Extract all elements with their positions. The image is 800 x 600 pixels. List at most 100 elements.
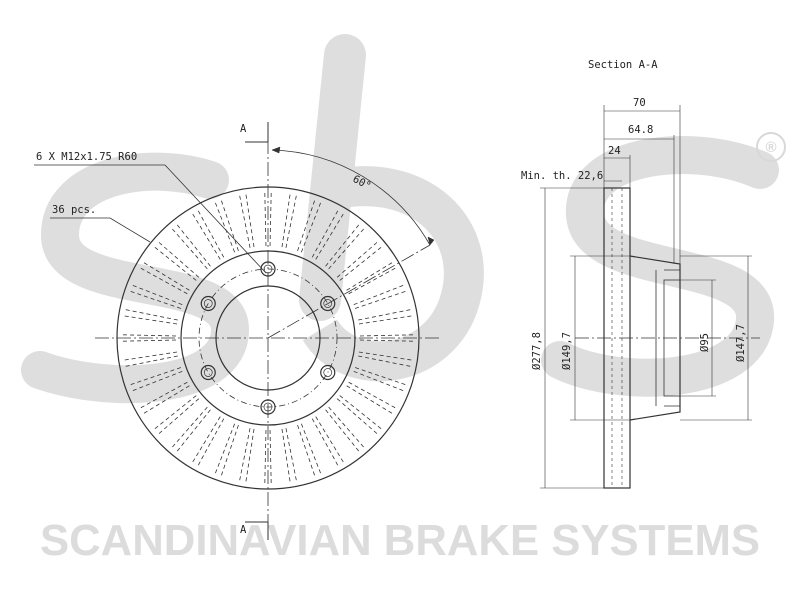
vane-line bbox=[328, 227, 365, 270]
vane-line bbox=[220, 424, 239, 477]
vane-line bbox=[176, 223, 211, 267]
vane-line bbox=[157, 241, 200, 278]
vane-line bbox=[336, 241, 379, 278]
vane-line bbox=[285, 194, 297, 248]
vane-line bbox=[122, 339, 177, 342]
vane-line bbox=[197, 418, 225, 467]
vane-line bbox=[239, 428, 251, 482]
vane-line bbox=[197, 209, 225, 258]
dim-outer-diameter: Ø277,8 bbox=[531, 332, 543, 370]
vane-line bbox=[139, 381, 188, 409]
vane-line bbox=[239, 194, 251, 248]
vane-count-callout: 36 pcs. bbox=[52, 204, 96, 216]
vane-line bbox=[359, 334, 414, 337]
vane-line bbox=[245, 193, 255, 248]
dim-hat-width: 64.8 bbox=[628, 124, 653, 136]
vane-line bbox=[269, 429, 272, 484]
bolt-hole-thread bbox=[323, 299, 333, 308]
dim-hat-outer-diameter: Ø149,7 bbox=[561, 332, 573, 370]
vane-line bbox=[300, 423, 322, 475]
disc-section-view bbox=[540, 105, 760, 489]
bolt-hole bbox=[320, 364, 336, 381]
bolt-hole bbox=[200, 295, 216, 312]
bolt-hole-thread bbox=[323, 368, 333, 377]
vane-line bbox=[285, 428, 297, 482]
vane-line bbox=[171, 227, 208, 270]
vane-line bbox=[171, 406, 208, 449]
vane-line bbox=[264, 429, 267, 484]
vane-line bbox=[354, 367, 407, 386]
vane-line bbox=[339, 395, 383, 430]
dim-center-bore-diameter: Ø95 bbox=[699, 333, 711, 352]
vane-line bbox=[214, 423, 236, 475]
vane-line bbox=[123, 315, 178, 325]
vane-line bbox=[315, 416, 345, 464]
vane-line bbox=[353, 284, 405, 306]
vane-line bbox=[142, 385, 190, 415]
registered-mark: ® bbox=[765, 139, 776, 156]
company-name-watermark: SCANDINAVIAN BRAKE SYSTEMS bbox=[40, 516, 760, 565]
vane-line bbox=[153, 246, 197, 281]
vane-line bbox=[269, 192, 272, 247]
dim-disc-width: 24 bbox=[608, 145, 621, 157]
cooling-vanes bbox=[122, 192, 414, 484]
section-title: Section A-A bbox=[588, 59, 658, 71]
vane-line bbox=[214, 201, 236, 253]
min-thickness-label: Min. th. 22,6 bbox=[521, 170, 603, 182]
vane-line bbox=[153, 395, 197, 430]
vane-line bbox=[325, 223, 360, 267]
vane-line bbox=[176, 409, 211, 453]
vane-line bbox=[328, 406, 365, 449]
vane-line bbox=[346, 385, 394, 415]
vane-line bbox=[353, 370, 405, 392]
vane-line bbox=[348, 267, 397, 295]
vane-line bbox=[346, 261, 394, 291]
vane-line bbox=[124, 309, 178, 321]
vane-line bbox=[191, 416, 221, 464]
vane-line bbox=[297, 199, 316, 252]
vane-line bbox=[315, 212, 345, 260]
section-mark-bottom: A bbox=[240, 524, 247, 536]
bolt-hole bbox=[320, 295, 336, 312]
vane-line bbox=[157, 398, 200, 435]
dim-hat-inner-diameter: Ø147,7 bbox=[735, 324, 747, 362]
vane-line bbox=[122, 334, 177, 337]
vane-line bbox=[129, 367, 182, 386]
vane-line bbox=[131, 370, 183, 392]
vane-line bbox=[359, 339, 414, 342]
angle-arc bbox=[271, 149, 431, 246]
vane-line bbox=[311, 209, 339, 258]
vane-line bbox=[264, 192, 267, 247]
vane-line bbox=[281, 193, 291, 248]
vane-line bbox=[220, 199, 239, 252]
vane-line bbox=[129, 290, 182, 309]
vane-line bbox=[339, 246, 383, 281]
vane-line bbox=[348, 381, 397, 409]
vane-line bbox=[297, 424, 316, 477]
vane-line bbox=[358, 315, 413, 325]
vane-line bbox=[245, 428, 255, 483]
vane-line bbox=[142, 261, 190, 291]
vane-line bbox=[131, 284, 183, 306]
vane-line bbox=[124, 355, 178, 367]
section-mark-top: A bbox=[240, 123, 247, 135]
dim-total-width: 70 bbox=[633, 97, 646, 109]
bolt-hole-thread bbox=[203, 368, 213, 377]
angle-reference-line bbox=[267, 244, 431, 339]
bolt-hole bbox=[200, 364, 216, 381]
bolt-pattern-callout: 6 X M12x1.75 R60 bbox=[36, 151, 137, 163]
disc-front-view bbox=[34, 122, 440, 540]
vane-line bbox=[123, 351, 178, 361]
vane-line bbox=[281, 428, 291, 483]
vane-line bbox=[354, 290, 407, 309]
bolt-hole-thread bbox=[203, 299, 213, 308]
vane-line bbox=[311, 418, 339, 467]
sbs-watermark-logo: ® bbox=[21, 34, 786, 404]
vane-line bbox=[139, 267, 188, 295]
vane-line bbox=[336, 398, 379, 435]
vane-line bbox=[358, 351, 413, 361]
vane-line bbox=[358, 355, 412, 367]
vane-line bbox=[300, 201, 322, 253]
vane-line bbox=[325, 409, 360, 453]
